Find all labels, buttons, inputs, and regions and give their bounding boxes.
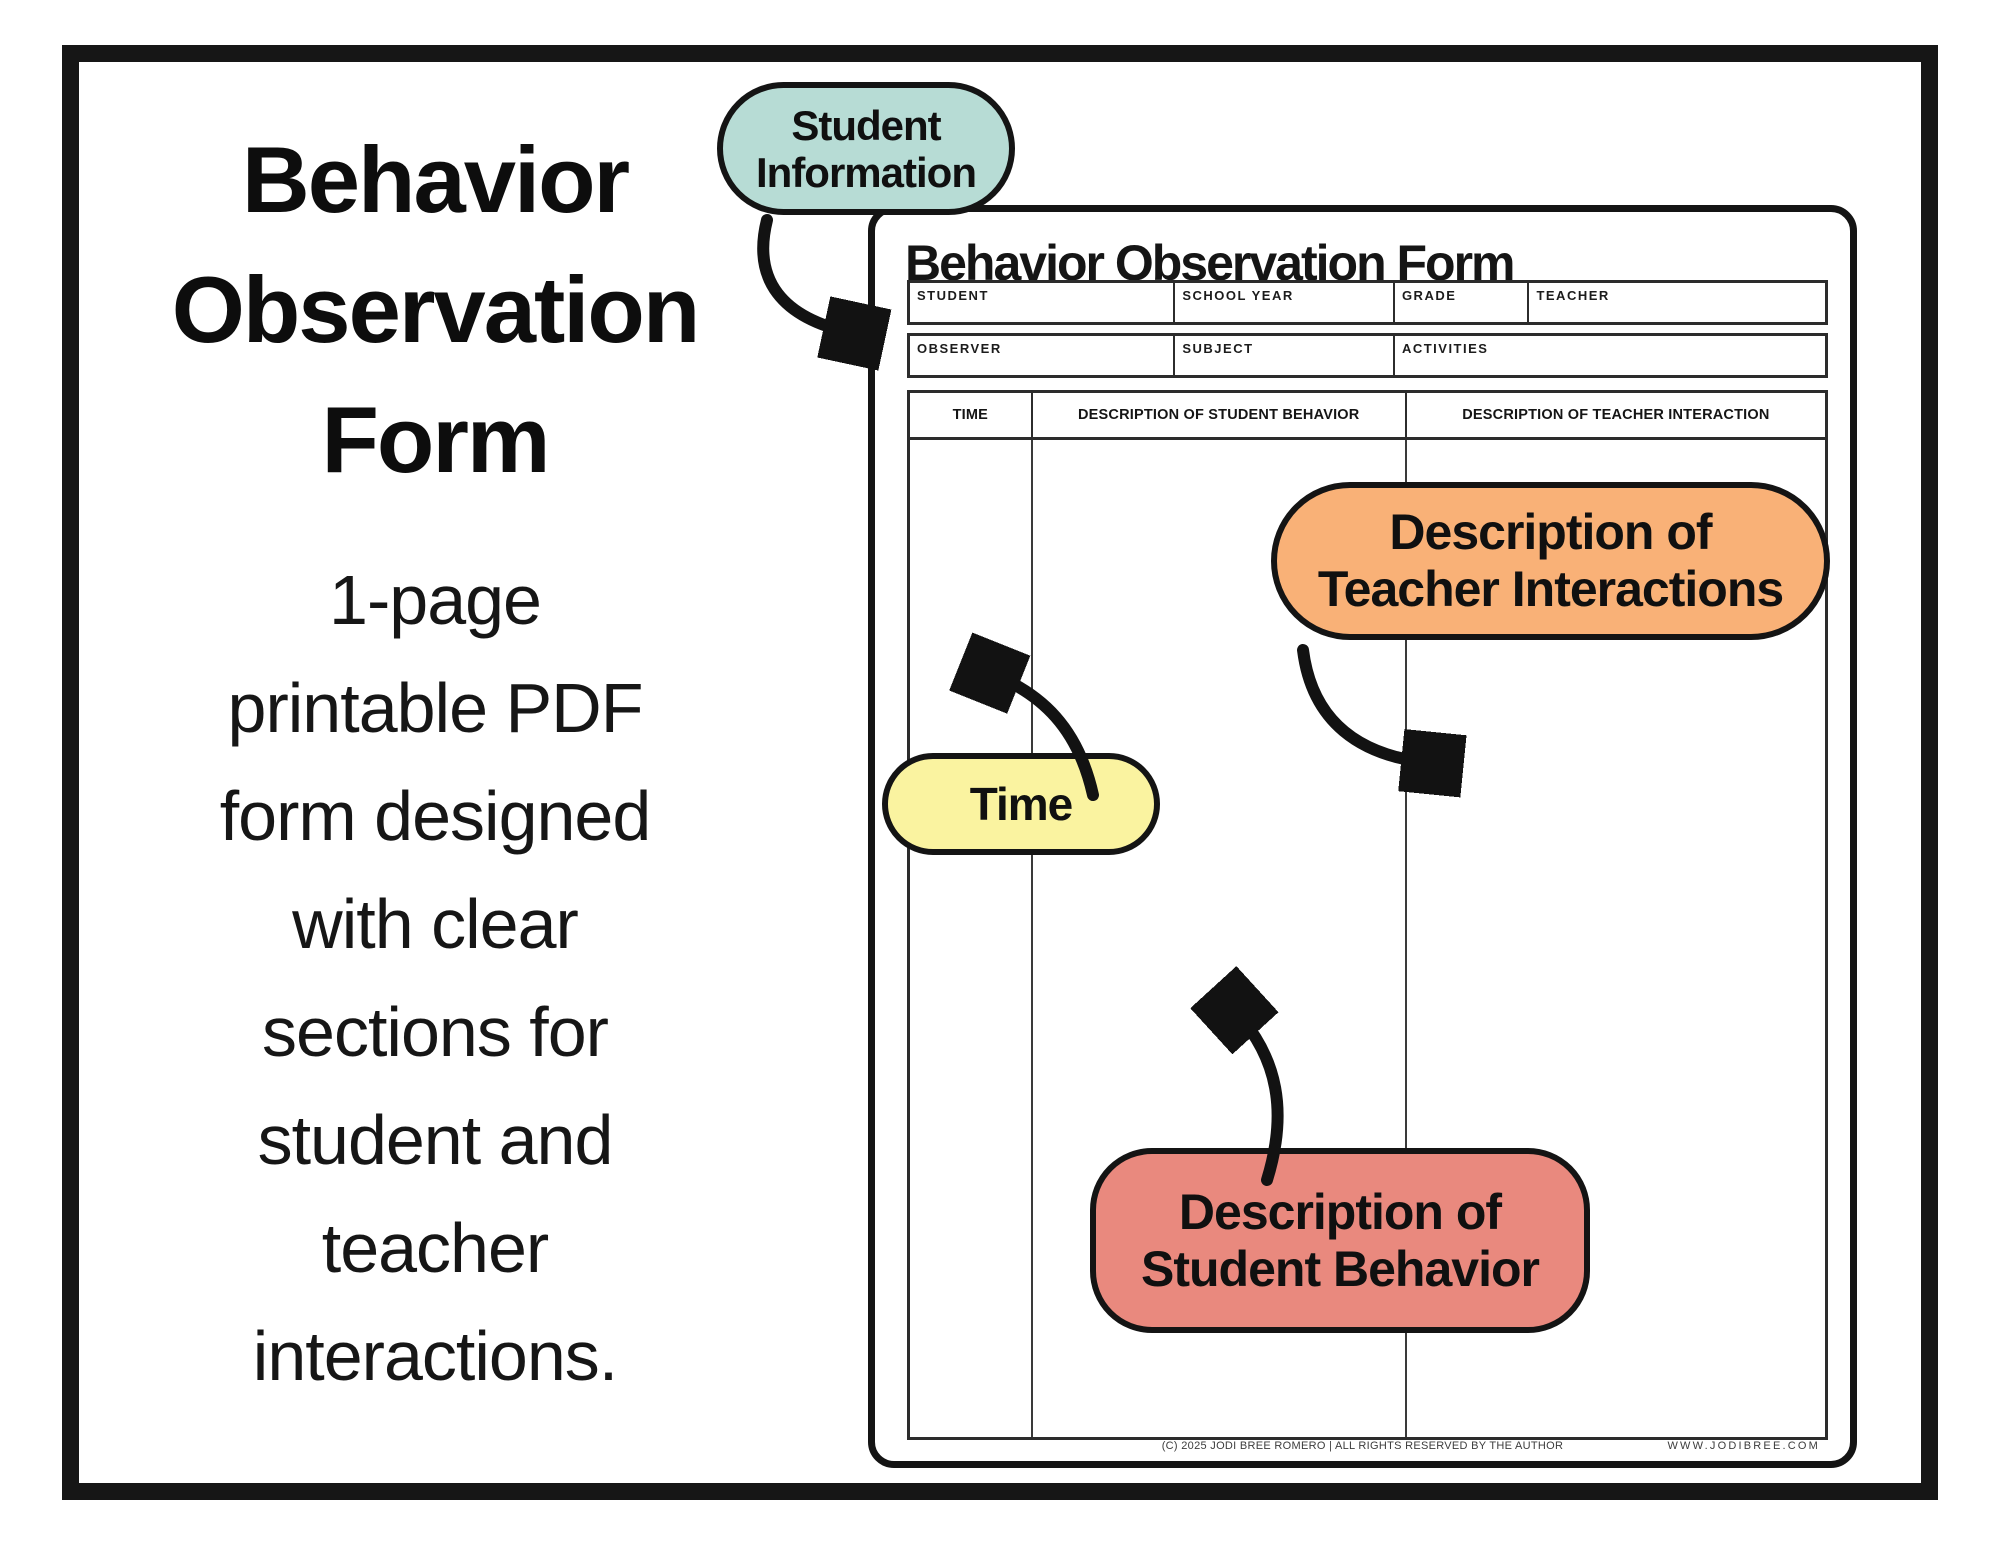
description-line: sections for [262,993,609,1071]
activities-field: ACTIVITIES [1395,336,1825,375]
description-line: printable PDF [227,669,644,747]
student-behavior-column-header: DESCRIPTION OF STUDENT BEHAVIOR [1033,393,1407,437]
activities-field-label: ACTIVITIES [1401,341,1489,356]
product-title-line: Form [321,387,551,492]
description-line: student and [257,1101,614,1179]
observer-field: OBSERVER [910,336,1176,375]
student-field: STUDENT [910,283,1176,322]
website-text: WWW.JODIBREE.COM [1667,1440,1820,1452]
grade-field-label: GRADE [1401,288,1457,303]
outer-border-frame [62,45,1938,1500]
student-information-callout-line: Information [756,148,977,196]
teacher-interactions-callout: Description of Teacher Interactions [1271,482,1830,640]
student-information-callout: Student Information [717,82,1015,215]
description-line: interactions. [252,1317,618,1395]
observation-table-header: TIME DESCRIPTION OF STUDENT BEHAVIOR DES… [910,393,1825,440]
description-line: 1-page [329,561,542,639]
observer-info-row: OBSERVER SUBJECT ACTIVITIES [907,333,1828,378]
observer-field-label: OBSERVER [917,341,1002,356]
observation-table-body [910,440,1825,1437]
time-callout: Time [882,753,1160,855]
time-column-header: TIME [910,393,1033,437]
student-behavior-callout-line: Student Behavior [1141,1240,1540,1297]
time-column [910,440,1033,1437]
student-field-label: STUDENT [917,288,989,303]
subject-field: SUBJECT [1175,336,1395,375]
product-description: 1-page printable PDF form designed with … [75,546,795,1410]
student-behavior-callout-line: Description of [1178,1183,1502,1240]
description-line: teacher [321,1209,549,1287]
form-footer: (C) 2025 JODI BREE ROMERO | ALL RIGHTS R… [875,1440,1850,1456]
copyright-text: (C) 2025 JODI BREE ROMERO | ALL RIGHTS R… [1161,1440,1564,1452]
school-year-field: SCHOOL YEAR [1175,283,1395,322]
student-information-callout-line: Student [791,101,941,149]
subject-field-label: SUBJECT [1182,341,1254,356]
teacher-field-label: TEACHER [1536,288,1610,303]
teacher-interactions-callout-line: Description of [1389,504,1712,560]
time-callout-label: Time [969,778,1074,830]
teacher-field: TEACHER [1529,283,1825,322]
grade-field: GRADE [1395,283,1530,322]
description-line: form designed [219,777,652,855]
school-year-field-label: SCHOOL YEAR [1182,288,1294,303]
description-line: with clear [292,885,579,963]
product-title-line: Behavior [241,127,630,232]
student-behavior-column [1033,440,1407,1437]
teacher-interactions-callout-line: Teacher Interactions [1317,561,1784,617]
student-behavior-callout: Description of Student Behavior [1090,1148,1590,1333]
product-title: Behavior Observation Form [155,115,715,505]
teacher-interaction-column-header: DESCRIPTION OF TEACHER INTERACTION [1462,407,1770,423]
student-info-row: STUDENT SCHOOL YEAR GRADE TEACHER [907,280,1828,325]
product-title-line: Observation [171,257,701,362]
